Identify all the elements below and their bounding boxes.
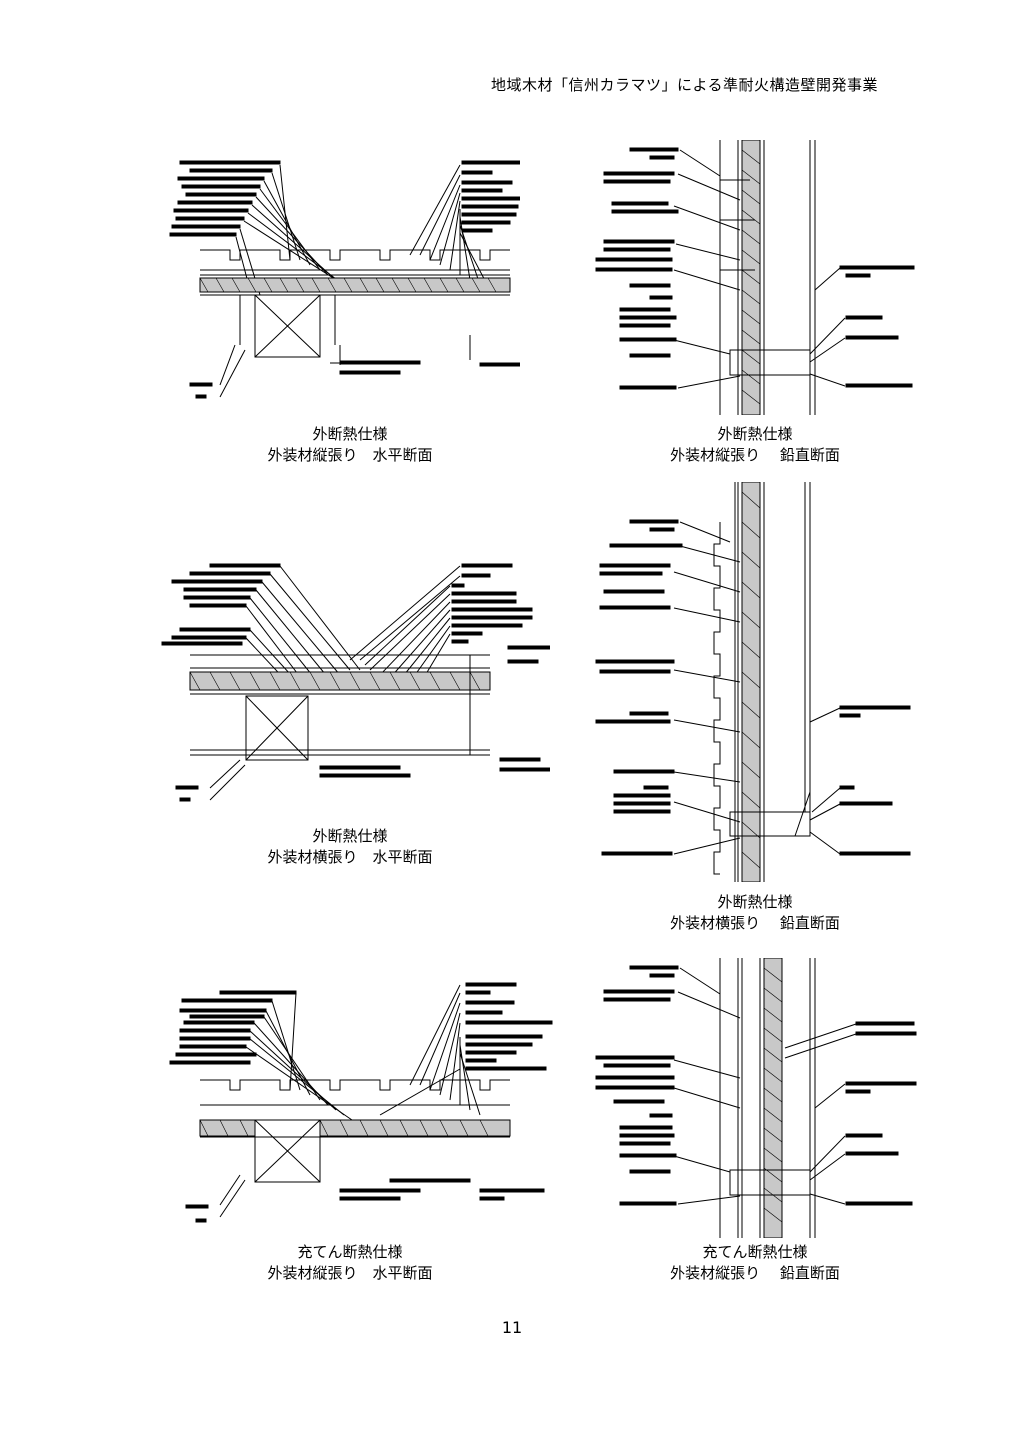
cladding-boards [200,249,510,276]
drawing-vertical-section-2 [590,482,920,882]
tick-labels [595,965,917,1206]
caption-line-2: 外装材横張り 水平断面 [267,848,433,866]
figure-caption-5: 充てん断熱仕様 外装材縦張り 水平断面 [240,1242,460,1284]
caption-line-1: 外断熱仕様 [312,827,388,845]
tick-labels [169,160,520,237]
leader-lines-left [235,164,353,296]
drawing-vertical-section-3 [590,958,920,1238]
drawing-vertical-section-1 [590,140,920,415]
caption-line-2: 外装材縦張り 水平断面 [267,1264,433,1282]
caption-line-1: 外断熱仕様 [717,893,793,911]
caption-line-2: 外装材縦張り 水平断面 [267,446,433,464]
caption-line-1: 充てん断熱仕様 [297,1243,403,1261]
drawing-horizontal-section-3 [160,975,560,1235]
figure-caption-1: 外断熱仕様 外装材縦張り 水平断面 [240,424,460,466]
figure-caption-6: 充てん断熱仕様 外装材縦張り 鉛直断面 [640,1242,870,1284]
figure-caption-4: 外断熱仕様 外装材横張り 鉛直断面 [640,892,870,934]
document-header: 地域木材「信州カラマツ」による準耐火構造壁開発事業 [490,76,878,94]
drawing-horizontal-section-1 [160,145,520,415]
figure-caption-2: 外断熱仕様 外装材縦張り 鉛直断面 [640,424,870,466]
tick-labels [595,147,915,390]
caption-line-2: 外装材縦張り 鉛直断面 [670,446,840,464]
tick-labels [161,563,550,664]
tick-labels [595,519,911,856]
drawing-horizontal-section-2 [150,560,550,810]
tick-labels [169,982,553,1071]
caption-line-2: 外装材縦張り 鉛直断面 [670,1264,840,1282]
caption-line-1: 充てん断熱仕様 [702,1243,808,1261]
page-number: 11 [501,1318,523,1337]
caption-line-2: 外装材横張り 鉛直断面 [670,914,840,932]
caption-line-1: 外断熱仕様 [717,425,793,443]
figure-caption-3: 外断熱仕様 外装材横張り 水平断面 [240,826,460,868]
leader-lines-right [409,164,491,291]
caption-line-1: 外断熱仕様 [312,425,388,443]
